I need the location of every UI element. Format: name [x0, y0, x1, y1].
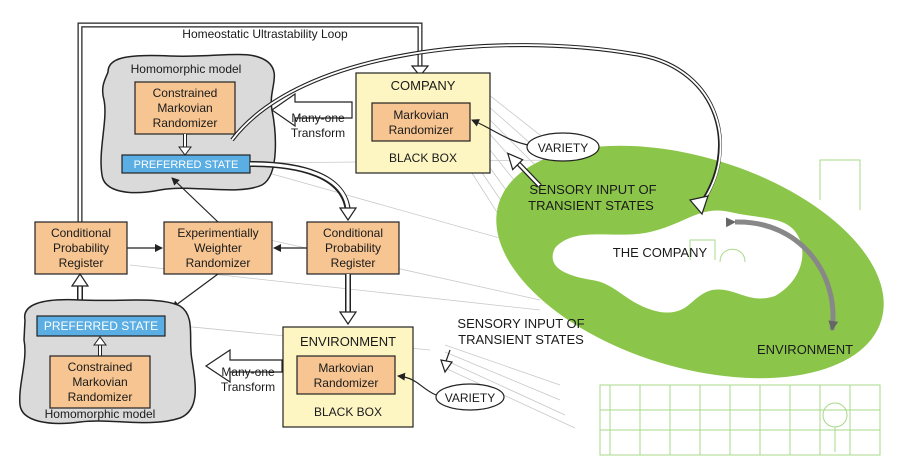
company-randomizer-box [371, 102, 471, 142]
environment-randomizer-line1: Markovian [318, 361, 373, 375]
company-randomizer-line1: Markovian [393, 108, 448, 122]
environment-footer: BLACK BOX [314, 405, 382, 419]
cpr-left-line3: Register [59, 256, 104, 270]
model-to-cpr-arrow [70, 272, 90, 300]
cpr-right-line3: Register [331, 256, 376, 270]
homomorphic-model-top: Homomorphic model Constrained Markovian … [100, 53, 277, 194]
transform-bottom-line2: Transform [221, 380, 275, 394]
company-title: COMPANY [391, 78, 456, 93]
cpr-right-line1: Conditional [323, 226, 383, 240]
model-top-randomizer-line2: Markovian [157, 101, 212, 115]
ewr-line2: Weighter [194, 241, 242, 255]
model-top-randomizer-box [134, 81, 236, 135]
cpr-left: Conditional Probability Register [34, 221, 128, 275]
model-bottom-randomizer-line3: Randomizer [68, 390, 133, 404]
model-top-randomizer-line3: Randomizer [153, 116, 218, 130]
model-bottom-randomizer-box [49, 355, 151, 409]
variety-top-label: VARIETY [538, 141, 588, 155]
environment-title: ENVIRONMENT [300, 334, 396, 349]
sensory-bottom-line1: SENSORY INPUT OF [457, 316, 584, 331]
model-bottom-randomizer-line2: Markovian [72, 375, 127, 389]
cpr-left-line2: Probability [53, 241, 109, 255]
model-bottom-randomizer-line1: Constrained [68, 360, 133, 374]
homomorphic-model-bottom: PREFERRED STATE Constrained Markovian Ra… [18, 298, 196, 425]
transform-top: Many-one Transform [270, 92, 353, 140]
environment-randomizer-box [296, 355, 396, 395]
sensory-bottom-line2: TRANSIENT STATES [458, 332, 584, 347]
variety-bottom: VARIETY [397, 372, 505, 411]
ew-randomizer: Experimentially Weighter Randomizer [163, 221, 273, 275]
cpr-right-line2: Probability [325, 241, 381, 255]
model-bottom-preferred-state [36, 315, 166, 337]
transform-bottom: Many-one Transform [204, 348, 283, 394]
model-bottom-title: Homomorphic model [45, 407, 156, 421]
sensory-top-line1: SENSORY INPUT OF [529, 182, 656, 197]
environment-black-box: ENVIRONMENT Markovian Randomizer BLACK B… [282, 326, 414, 428]
model-top-preferred-label: PREFERRED STATE [134, 159, 239, 171]
model-to-company-curve [230, 43, 722, 216]
transform-top-line2: Transform [291, 126, 345, 140]
cpr-right: Conditional Probability Register [306, 221, 400, 275]
cpr-left-line1: Conditional [51, 226, 111, 240]
transform-top-line1: Many-one [291, 111, 345, 125]
model-top-randomizer-line1: Constrained [153, 86, 218, 100]
loop-label: Homeostatic Ultrastability Loop [182, 27, 348, 41]
connectors [127, 177, 307, 309]
model-bottom-preferred-label: PREFERRED STATE [44, 319, 158, 333]
variety-bottom-label: VARIETY [445, 391, 495, 405]
ewr-line1: Experimentially [177, 226, 258, 240]
company-randomizer-line2: Randomizer [389, 123, 454, 137]
sensory-top-line2: TRANSIENT STATES [528, 198, 654, 213]
sensory-arrow-top [506, 152, 542, 188]
ewr-line3: Randomizer [186, 256, 251, 270]
company-footer: BLACK BOX [389, 151, 457, 165]
environment-label: ENVIRONMENT [757, 342, 853, 357]
model-top-title: Homomorphic model [131, 62, 242, 76]
company-environment-arrow [725, 217, 839, 331]
variety-top: VARIETY [471, 119, 600, 162]
company-black-box: COMPANY Markovian Randomizer BLACK BOX [355, 72, 491, 174]
sensory-arrow-bottom [440, 349, 454, 374]
homeostatic-loop: Homeostatic Ultrastability Loop [77, 22, 430, 222]
cpr-to-environment-arrow [338, 274, 358, 326]
transform-bottom-line1: Many-one [221, 365, 275, 379]
environment-randomizer-line2: Randomizer [314, 376, 379, 390]
the-company-label: THE COMPANY [613, 245, 708, 260]
